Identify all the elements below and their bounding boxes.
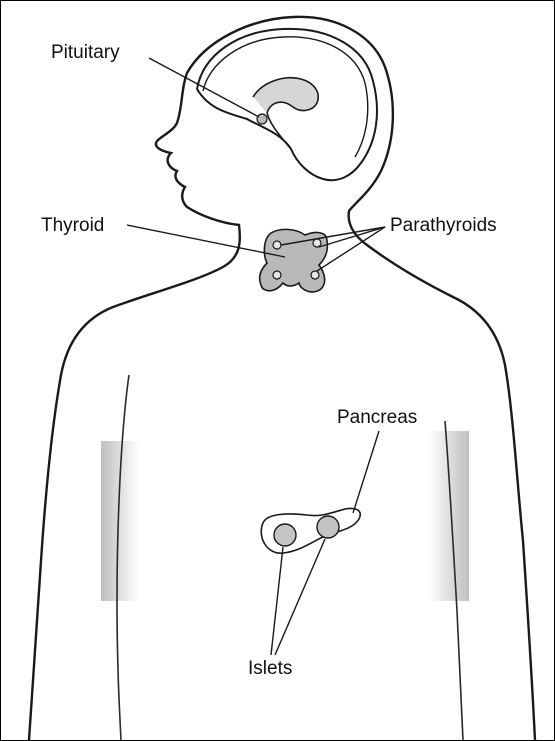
pituitary-gland <box>257 114 267 124</box>
pituitary-label: Pituitary <box>51 43 120 62</box>
parathyroid-gland <box>273 241 281 249</box>
right-arm-shading <box>429 431 469 601</box>
thyroid-leader-line <box>127 225 285 257</box>
islet <box>274 524 296 546</box>
thyroid-label: Thyroid <box>41 216 104 235</box>
islets-leader-line <box>271 547 283 655</box>
parathyroid-gland <box>311 271 319 279</box>
parathyroid-gland <box>313 239 321 247</box>
parathyroid-gland <box>273 271 281 279</box>
brain-outline <box>197 29 377 180</box>
islet <box>317 516 339 538</box>
parathyroids-label: Parathyroids <box>390 216 497 235</box>
pancreas-label: Pancreas <box>337 408 417 427</box>
pancreas-leader-line <box>353 431 379 513</box>
islets-label: Islets <box>248 659 292 678</box>
